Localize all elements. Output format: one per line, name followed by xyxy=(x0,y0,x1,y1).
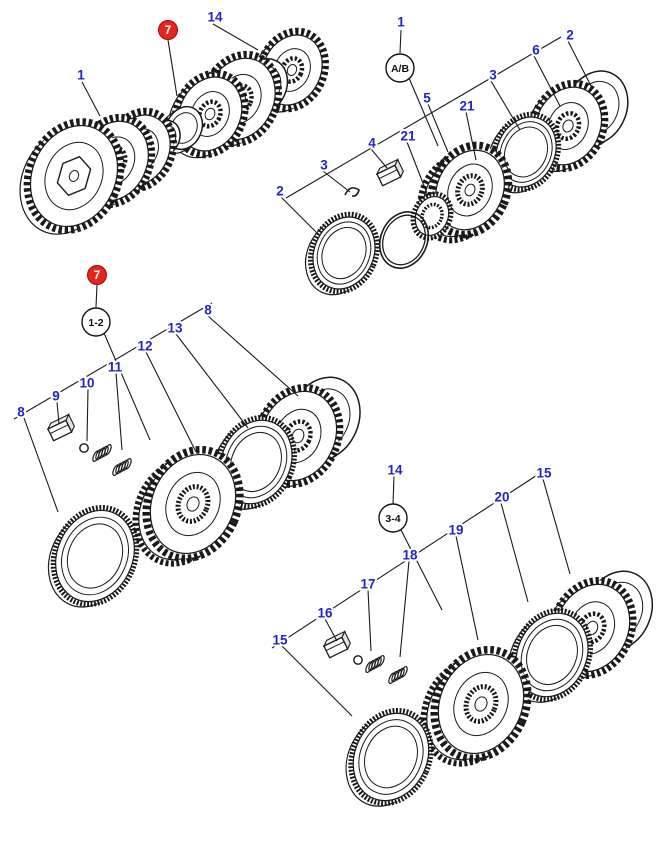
part-hub xyxy=(420,645,532,767)
part-finering xyxy=(47,505,140,608)
group-label-1-2[interactable]: 1-2 xyxy=(81,307,111,337)
callout-15[interactable]: 15 xyxy=(534,464,554,483)
callout-8[interactable]: 8 xyxy=(202,301,214,320)
callout-10[interactable]: 10 xyxy=(77,374,96,393)
part-finering xyxy=(345,707,434,807)
part-ball xyxy=(79,443,89,453)
assembly-synchro-1-2 xyxy=(46,376,361,608)
group-label-3-4[interactable]: 3-4 xyxy=(378,503,408,533)
callout-20[interactable]: 20 xyxy=(492,488,511,507)
badge-7[interactable]: 7 xyxy=(158,20,178,40)
callout-8[interactable]: 8 xyxy=(15,403,27,422)
part-spring xyxy=(92,443,112,463)
callout-12[interactable]: 12 xyxy=(135,337,154,356)
svg-text:7: 7 xyxy=(165,23,172,37)
part-hub xyxy=(132,445,244,567)
callout-21[interactable]: 21 xyxy=(398,127,418,146)
callout-1[interactable]: 1 xyxy=(75,66,87,85)
callout-14[interactable]: 14 xyxy=(205,8,225,27)
group-label-A/B[interactable]: A/B xyxy=(385,53,415,83)
callout-19[interactable]: 19 xyxy=(446,521,465,540)
svg-text:3-4: 3-4 xyxy=(385,513,400,525)
leader-lines xyxy=(13,23,593,717)
assembly-synchro-3-4 xyxy=(322,570,654,807)
svg-text:1-2: 1-2 xyxy=(88,317,103,329)
callout-5[interactable]: 5 xyxy=(421,89,433,108)
callout-16[interactable]: 16 xyxy=(315,604,335,623)
part-spring xyxy=(365,654,385,674)
part-ball xyxy=(353,655,363,665)
svg-text:7: 7 xyxy=(94,268,101,282)
badge-7[interactable]: 7 xyxy=(87,265,107,285)
callout-15[interactable]: 15 xyxy=(270,631,290,650)
callout-11[interactable]: 11 xyxy=(106,358,125,377)
part-spring xyxy=(388,665,408,685)
callout-4[interactable]: 4 xyxy=(366,134,378,153)
callout-21[interactable]: 21 xyxy=(457,97,477,116)
callout-9[interactable]: 9 xyxy=(50,387,62,406)
part-block xyxy=(322,630,351,659)
callout-6[interactable]: 6 xyxy=(530,41,542,60)
callout-13[interactable]: 13 xyxy=(165,319,185,338)
callout-17[interactable]: 17 xyxy=(358,575,377,594)
part-hexgear xyxy=(19,118,125,235)
svg-text:A/B: A/B xyxy=(391,63,410,75)
assembly-main-shaft-cluster xyxy=(19,27,329,235)
part-spring xyxy=(112,457,132,477)
callout-3[interactable]: 3 xyxy=(318,156,330,175)
assembly-synchro-ab xyxy=(304,70,629,296)
part-finering xyxy=(508,607,593,703)
callout-18[interactable]: 18 xyxy=(400,546,420,565)
callout-14[interactable]: 14 xyxy=(385,461,405,480)
part-block xyxy=(375,158,404,187)
callout-2[interactable]: 2 xyxy=(274,182,286,201)
callout-2[interactable]: 2 xyxy=(564,26,576,45)
part-block xyxy=(46,413,75,442)
callout-3[interactable]: 3 xyxy=(487,66,499,85)
callout-1[interactable]: 1 xyxy=(395,13,407,32)
part-finering xyxy=(304,211,380,296)
part-snapring xyxy=(378,211,430,269)
